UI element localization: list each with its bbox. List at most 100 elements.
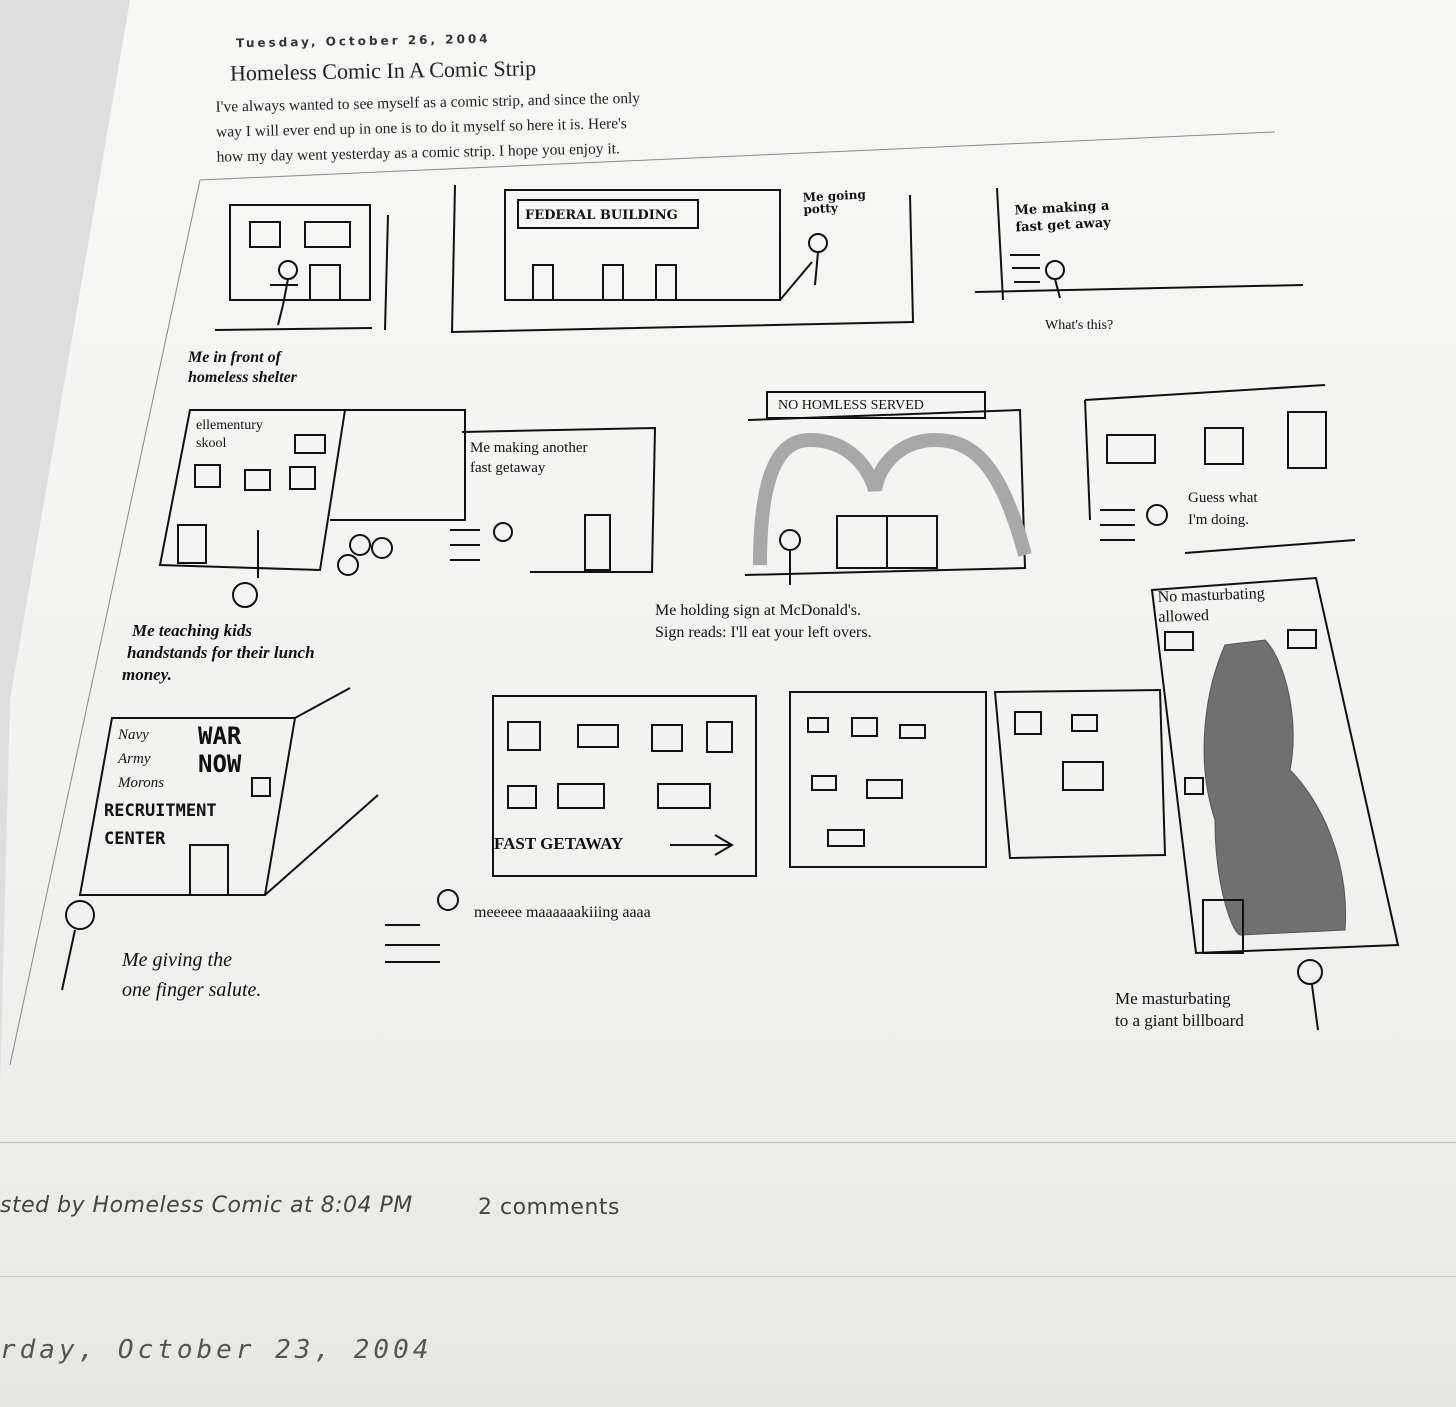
caption-line: Me holding sign at McDonald's. [655, 602, 861, 619]
stick-figure-head [232, 582, 258, 608]
window-icon [304, 221, 351, 248]
caption-line: Army [118, 751, 151, 767]
panel-frame [450, 184, 915, 334]
caption-homeless-shelter: Me in front of homeless shelter [188, 348, 297, 388]
caption-line: No masturbating [1157, 585, 1265, 606]
caption-line: Guess what [1188, 490, 1258, 506]
window-icon [1287, 411, 1327, 469]
panel-homeless-shelter [214, 204, 389, 331]
panel-mcdonalds [744, 391, 1032, 585]
kid-head [371, 537, 393, 559]
caption-potty: Me going potty [802, 187, 866, 216]
stick-figure-head [493, 522, 513, 542]
panel-recruitment-center [61, 687, 459, 991]
caption-teaching-kids: Me teaching kids handstands for their lu… [122, 620, 315, 686]
window-icon [507, 785, 537, 809]
strip-border-top [199, 131, 1276, 181]
federal-building [504, 189, 781, 301]
door-icon [1202, 899, 1244, 954]
panel-billboard [1150, 576, 1400, 1031]
caption-finger-salute: Me giving the one finger salute. [122, 945, 261, 1005]
window-icon [827, 829, 865, 847]
caption-line: Me giving the [122, 949, 232, 971]
window-icon [866, 779, 903, 799]
divider [0, 1142, 1456, 1143]
window-icon [251, 777, 271, 797]
stick-figure-head [65, 900, 95, 930]
kid-head [337, 554, 359, 576]
caption-line: Navy [118, 727, 149, 743]
golden-arches [753, 432, 1032, 566]
door-icon [584, 514, 611, 571]
door-icon [177, 524, 207, 564]
building [789, 691, 987, 868]
kid-head [349, 534, 371, 556]
window-icon [1204, 427, 1244, 465]
caption-line: CENTER [104, 829, 166, 849]
war-now-sign: WAR NOW [198, 722, 241, 778]
window-icon [651, 724, 683, 752]
billboard-photo [1203, 639, 1347, 936]
panel-another-getaway [450, 426, 657, 573]
window-icon [249, 221, 281, 248]
window-icon [1287, 629, 1317, 649]
caption-line: handstands for their lunch [127, 643, 315, 662]
recruitment-branches: Navy Army Morons [118, 723, 164, 795]
comments-link[interactable]: 2 comments [478, 1195, 620, 1220]
caption-line: I'm doing. [1188, 512, 1250, 528]
caption-line: one finger salute. [122, 979, 262, 1001]
caption-line: skool [196, 436, 227, 451]
caption-line: Me teaching kids [132, 621, 252, 640]
comic-strip: Me in front of homeless shelter FEDERAL … [9, 131, 1400, 1066]
caption-line: allowed [1158, 607, 1210, 626]
caption-line: Sign reads: I'll eat your left overs. [655, 624, 872, 641]
caption-meeee: meeeee maaaaaakiiing aaaa [474, 904, 651, 921]
stick-figure-head [1297, 959, 1323, 985]
window-icon [899, 724, 926, 739]
panel-federal-building [450, 184, 915, 334]
window-icon [851, 717, 878, 737]
stick-figure-head [779, 529, 801, 551]
posted-by: sted by Homeless Comic at 8:04 PM [0, 1193, 413, 1218]
building [993, 688, 1167, 860]
stick-figure-head [1146, 504, 1168, 526]
door-icon [655, 264, 677, 301]
door-icon [189, 844, 229, 896]
window-icon [194, 464, 221, 488]
no-homeless-sign: NO HOMLESS SERVED [778, 398, 924, 413]
door-icon [532, 264, 554, 301]
window-icon [657, 783, 711, 809]
no-homeless-sign-box [766, 391, 986, 419]
window-icon [244, 469, 271, 491]
caption-line: homeless shelter [188, 369, 297, 386]
comic-drawing [9, 131, 1400, 1066]
window-icon [289, 466, 316, 490]
caption-line: WAR [198, 722, 242, 750]
ground-line [214, 327, 373, 331]
caption-mcdonalds-sign: Me holding sign at McDonald's. Sign read… [655, 600, 872, 644]
caption-fast-get-away: Me making a fast get away [1014, 198, 1111, 237]
window-icon [1071, 714, 1098, 732]
caption-line: Me masturbating [1115, 989, 1231, 1008]
federal-sign-box [517, 199, 699, 229]
window-icon [1062, 761, 1104, 791]
billboard-building [1150, 576, 1400, 955]
shelter-building [229, 204, 371, 301]
door-icon [602, 264, 624, 301]
caption-guess-what: Guess what I'm doing. [1188, 487, 1258, 531]
recruitment-center-sign: RECRUITMENT CENTER [104, 797, 217, 853]
window-icon [507, 721, 541, 751]
panel-fast-getaway [974, 187, 1304, 301]
caption-line: NOW [198, 750, 242, 778]
stick-figure-head [437, 889, 459, 911]
window-icon [577, 724, 619, 748]
school-sign: ellementury skool [196, 417, 263, 453]
window-icon [1014, 711, 1042, 735]
panel-school [158, 409, 466, 608]
caption-line: to a giant billboard [1115, 1011, 1244, 1030]
caption-line: Me in front of [188, 349, 281, 366]
caption-line: fast getaway [470, 460, 546, 476]
caption-line: Me making another [470, 440, 588, 456]
caption-line: money. [122, 665, 172, 684]
window-icon [1184, 777, 1204, 795]
